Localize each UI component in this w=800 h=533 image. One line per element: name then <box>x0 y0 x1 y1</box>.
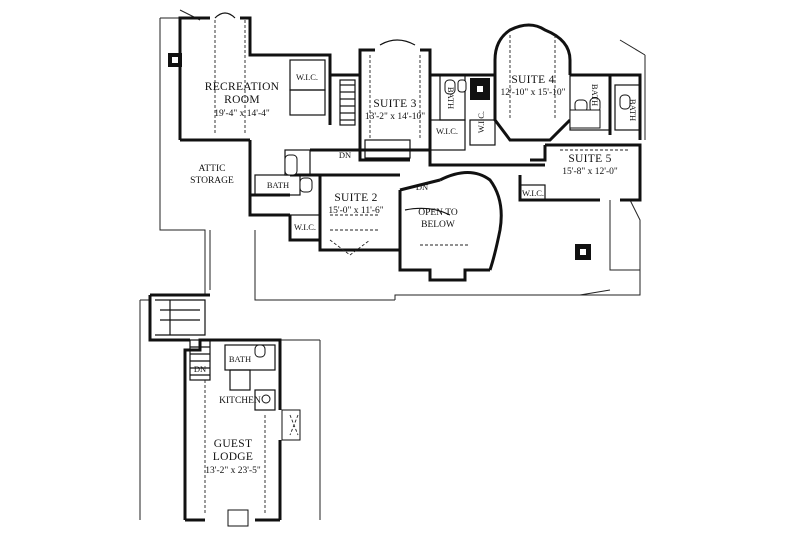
dn-label-stair: DN <box>416 182 428 192</box>
open-to-below-line2: BELOW <box>421 220 455 230</box>
guest-lodge-line1: GUEST <box>214 438 253 450</box>
small-labels: W.I.C. W.I.C. W.I.C. W.I.C. W.I.C. BATH … <box>194 72 638 374</box>
bath-label-lodge: BATH <box>229 354 251 364</box>
suite5-dims: 15'-8" x 12'-0" <box>562 167 618 177</box>
guest-lodge-dims: 13'-2" x 23'-5" <box>205 466 261 476</box>
room-labels: RECREATION ROOM 19'-4" x 14'-4" SUITE 3 … <box>190 74 618 476</box>
wic-label-rec: W.I.C. <box>296 72 318 82</box>
suite2-dims: 15'-0" x 11'-6" <box>328 206 383 216</box>
suite5-name: SUITE 5 <box>568 153 611 165</box>
recreation-room-name-line2: ROOM <box>224 94 260 106</box>
bath-label-suite4b: BATH <box>628 99 638 121</box>
suite4-dims: 12'-10" x 15'-10" <box>500 88 565 98</box>
wic-label-suite5: W.I.C. <box>522 188 544 198</box>
dn-label-center: DN <box>339 150 351 160</box>
dn-label-lodge: DN <box>194 364 206 374</box>
suite3-name: SUITE 3 <box>373 98 416 110</box>
wic-label-suite2: W.I.C. <box>294 222 316 232</box>
suite2-name: SUITE 2 <box>334 192 377 204</box>
suite4-name: SUITE 4 <box>511 74 554 86</box>
fixtures <box>254 79 631 404</box>
chimneys <box>168 53 591 260</box>
bath-label-suite3: BATH <box>446 87 456 109</box>
guest-lodge-line2: LODGE <box>213 451 253 463</box>
attic-storage-line2: STORAGE <box>190 176 234 186</box>
wic-label-suite4: W.I.C. <box>476 111 486 133</box>
open-to-below-line1: OPEN TO <box>418 208 458 218</box>
wic-label-suite3: W.I.C. <box>436 126 458 136</box>
recreation-room-dims: 19'-4" x 14'-4" <box>214 109 270 119</box>
guest-lodge-walls <box>148 293 301 527</box>
dashed-beams <box>204 20 630 515</box>
attic-storage-line1: ATTIC <box>199 164 226 174</box>
bath-label-suite4: BATH <box>590 84 600 106</box>
recreation-room-name-line1: RECREATION <box>205 81 280 93</box>
kitchen-name: KITCHEN <box>219 396 261 406</box>
suite3-dims: 13'-2" x 14'-10" <box>365 112 425 122</box>
interior-lines <box>155 12 641 411</box>
bath-label-suite2: BATH <box>267 180 289 190</box>
